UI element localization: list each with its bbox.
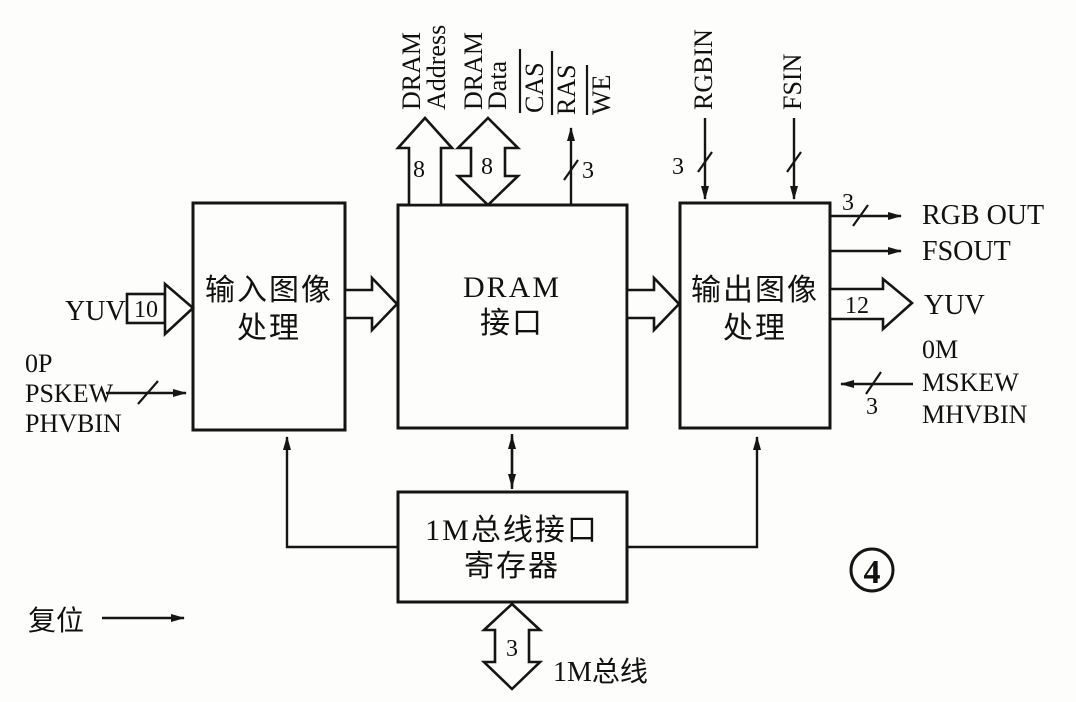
dram-address-arrow xyxy=(395,116,455,207)
rgb-out-label: RGB OUT xyxy=(922,200,1044,231)
cas-label: CAS xyxy=(518,49,549,113)
rgbin-bits: 3 xyxy=(672,154,684,180)
output-block-label-line2: 处理 xyxy=(723,312,787,345)
phvbin-label: PHVBIN xyxy=(25,409,122,438)
yuv-in-label: YUV xyxy=(65,296,126,327)
rgb-out-bits: 3 xyxy=(842,190,854,216)
yuv-in-bits: 10 xyxy=(134,297,158,323)
cas-label-text: CAS xyxy=(520,62,549,113)
input-to-dram-arrow xyxy=(343,274,399,334)
dram-block-label-line2: 接口 xyxy=(480,307,544,340)
fsin-label-text: FSIN xyxy=(778,53,807,110)
figure-number: 4 xyxy=(864,554,881,591)
mskew-bits: 3 xyxy=(866,394,878,420)
bus-label: 1M总线 xyxy=(553,656,648,688)
op-label: 0P xyxy=(25,349,52,378)
dram-address-label-line2: Address xyxy=(422,25,451,110)
yuv-out-label: YUV xyxy=(924,290,985,321)
dram-address-label-line1: DRAM xyxy=(397,32,426,110)
ras-label: RAS xyxy=(550,51,581,115)
bus-bits: 3 xyxy=(506,636,518,662)
we-label-text: WE xyxy=(587,75,616,115)
pskew-bus-slash xyxy=(137,380,159,405)
om-label: 0M xyxy=(922,335,958,364)
control-bus-slash xyxy=(563,159,579,181)
bus-block-label-line2: 寄存器 xyxy=(464,550,560,583)
bus-to-input-wire xyxy=(283,436,398,549)
output-block-label-line1: 输出图像 xyxy=(691,274,819,307)
rgbin-label-text: RGBIN xyxy=(689,29,718,110)
ras-label-text: RAS xyxy=(552,64,581,115)
fsin-bus-slash xyxy=(786,151,802,173)
input-block-label-line2: 处理 xyxy=(237,312,301,345)
dram-data-label-line2: Data xyxy=(483,60,512,110)
bus-to-output-wire xyxy=(627,436,761,549)
dram-data-bits: 8 xyxy=(481,154,493,180)
input-image-processing-block xyxy=(191,201,347,432)
dram-address-bits: 8 xyxy=(413,157,425,183)
bus-interface-register-block xyxy=(396,490,629,604)
dram-data-label-line1: DRAM xyxy=(459,32,488,110)
yuv-out-arrow xyxy=(828,276,914,332)
figure-number-circle xyxy=(849,547,895,593)
reset-label: 复位 xyxy=(28,605,84,637)
output-image-processing-block xyxy=(678,201,832,430)
pskew-label: PSKEW xyxy=(25,379,114,408)
mhvbin-label: MHVBIN xyxy=(922,400,1028,429)
rgbin-bus-slash xyxy=(697,151,713,173)
yuv-out-bits: 12 xyxy=(845,293,869,319)
fsout-label: FSOUT xyxy=(922,236,1011,267)
rgbin-label: RGBIN xyxy=(689,29,718,110)
input-block-label-line1: 输入图像 xyxy=(205,274,333,307)
dram-block-label-line1: DRAM xyxy=(463,271,561,304)
we-label: WE xyxy=(585,65,616,115)
dram-interface-block xyxy=(396,203,629,430)
bus-external-arrow xyxy=(480,602,544,691)
fsin-label: FSIN xyxy=(778,53,807,110)
control-bits: 3 xyxy=(582,158,594,184)
rgb-out-bus-slash xyxy=(852,204,869,227)
mskew-label: MSKEW xyxy=(922,368,1019,397)
dram-data-arrow xyxy=(454,116,522,207)
mskew-bus-slash xyxy=(865,371,882,395)
bus-block-label-line1: 1M总线接口 xyxy=(425,514,599,547)
yuv-in-arrow-head xyxy=(163,281,195,337)
dram-to-output-arrow xyxy=(625,274,681,334)
dram-data-label: DRAM Data xyxy=(459,32,512,110)
dram-address-label: DRAM Address xyxy=(397,25,451,110)
